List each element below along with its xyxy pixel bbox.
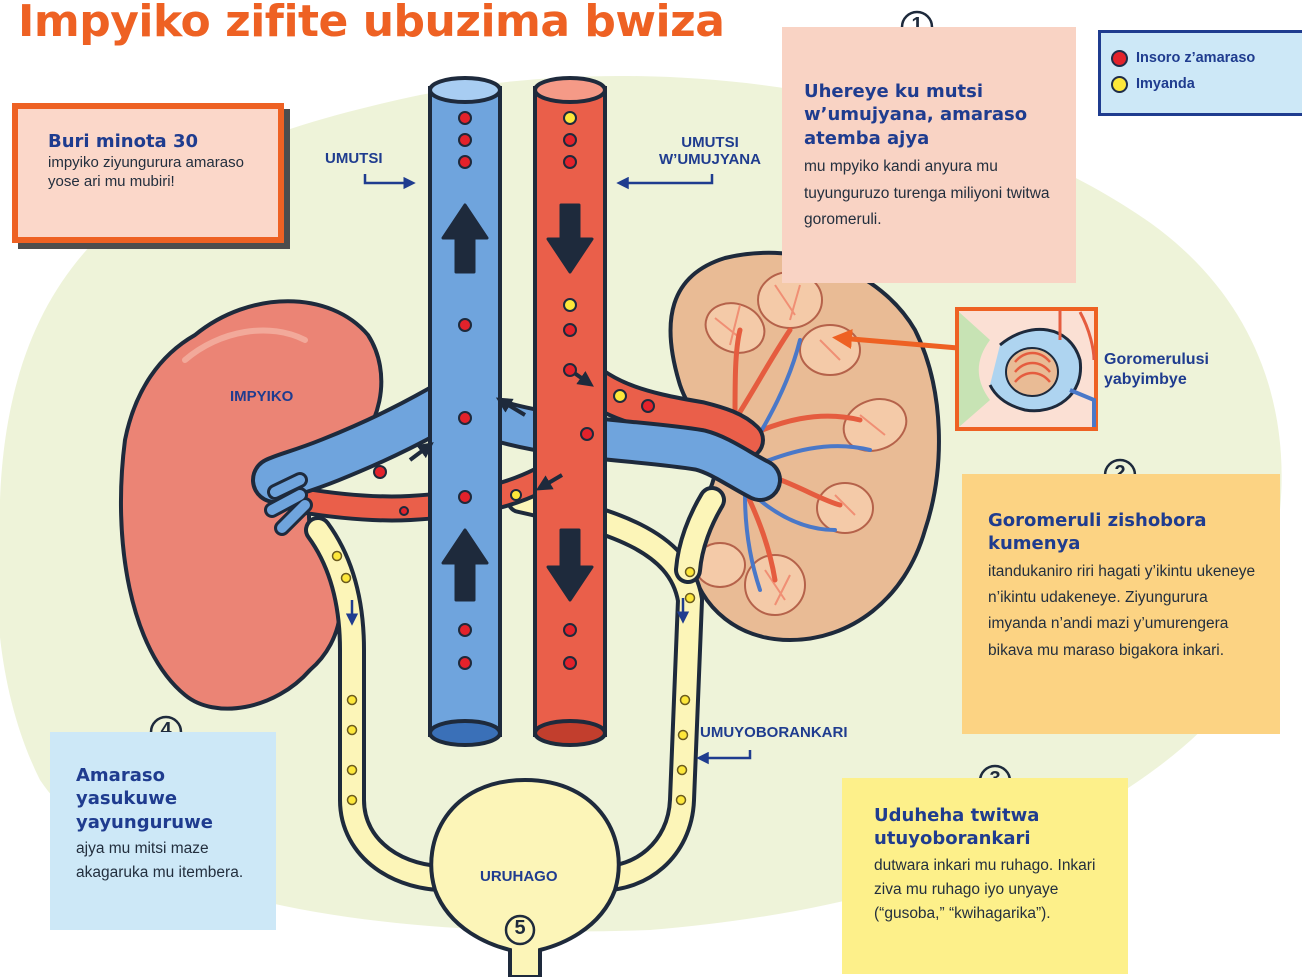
step-2-box: Goromeruli zishobora kumenya itandukanir… — [962, 474, 1280, 734]
glomerulus-label-line-1: Goromerulusi — [1104, 350, 1209, 370]
legend-item-waste: Imyanda — [1111, 71, 1302, 97]
step-heading: Uhereye ku mutsi w’umujyana, amaraso ate… — [804, 80, 1064, 150]
step-text: itandukaniro riri hagati y’ikintu ukeney… — [988, 559, 1266, 664]
step-text: dutwara inkari mu ruhago. Inkari ziva mu… — [874, 854, 1116, 926]
callout-heading: Buri minota 30 — [48, 131, 264, 153]
artery-label: UMUTSI W’UMUJYANA — [640, 134, 780, 169]
artery-label-line-1: UMUTSI — [640, 134, 780, 151]
step-5-number: 5 — [508, 917, 532, 940]
page-title: Impyiko zifite ubuzima bwiza — [18, 0, 724, 47]
legend: Insoro z’amaraso Imyanda — [1098, 30, 1302, 116]
red-dot-icon — [1111, 50, 1128, 67]
callout-every-30-minutes: Buri minota 30 impyiko ziyungurura amara… — [12, 103, 284, 243]
legend-label: Imyanda — [1136, 76, 1195, 92]
legend-label: Insoro z’amaraso — [1136, 50, 1255, 66]
ureter-label: UMUYOBORANKARI — [700, 724, 848, 741]
step-4-box: Amaraso yasukuwe yayunguruwe ajya mu mit… — [50, 732, 276, 930]
glomerulus-label-line-2: yabyimbye — [1104, 370, 1209, 390]
yellow-dot-icon — [1111, 76, 1128, 93]
vein-label: UMUTSI — [325, 150, 383, 167]
bladder-label: URUHAGO — [480, 868, 558, 885]
artery — [535, 88, 605, 735]
artery-label-line-2: W’UMUJYANA — [640, 151, 780, 168]
legend-item-blood-cells: Insoro z’amaraso — [1111, 45, 1302, 71]
callout-text: impyiko ziyungurura amaraso yose ari mu … — [48, 153, 264, 192]
step-text: mu mpyiko kandi anyura mu tuyunguruzo tu… — [804, 154, 1064, 233]
step-3-box: Uduheha twitwa utuyoborankari dutwara in… — [842, 778, 1128, 974]
step-text: ajya mu mitsi maze akagaruka mu itembera… — [76, 837, 266, 885]
step-heading: Goromeruli zishobora kumenya — [988, 509, 1266, 556]
glomerulus-label: Goromerulusi yabyimbye — [1104, 350, 1209, 390]
step-heading: Amaraso yasukuwe yayunguruwe — [76, 764, 266, 834]
kidney-label: IMPYIKO — [230, 388, 293, 405]
step-heading: Uduheha twitwa utuyoborankari — [874, 804, 1116, 851]
step-1-box: Uhereye ku mutsi w’umujyana, amaraso ate… — [782, 27, 1076, 283]
